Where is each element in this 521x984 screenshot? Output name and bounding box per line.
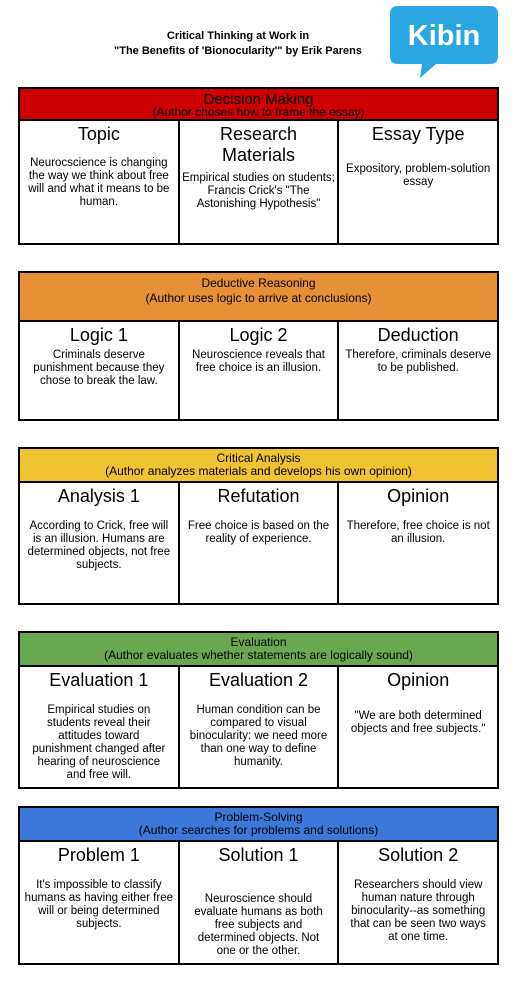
section-evaluation: Evaluation (Author evaluates whether sta… [18,631,499,789]
column-title: Solution 2 [378,845,459,865]
column-title: Refutation [217,486,300,506]
column-title: Solution 1 [218,845,299,865]
title-line-1: Critical Thinking at Work in [166,30,310,42]
section-subtitle: (Author analyzes materials and develops … [105,464,412,478]
column-title: Deduction [377,325,459,345]
section-deductive-reasoning: Deductive Reasoning (Author uses logic t… [18,271,499,421]
column-text: According to Crick, free will is an illu… [27,520,171,571]
section-header: Decision Making (Author choses how to fr… [20,89,497,121]
column-logic-1: Logic 1 Criminals deserve punishment bec… [20,322,178,419]
column-title: Topic [77,124,120,144]
logo-wordmark: Kibin [408,20,481,52]
section-problem-solving: Problem-Solving (Author searches for pro… [18,806,499,965]
column-text: Expository, problem-solution essay [346,163,491,188]
section-header: Problem-Solving (Author searches for pro… [20,808,497,842]
column-text: It's impossible to classify humans as ha… [24,879,173,930]
column-title: Opinion [387,670,450,690]
column-text: Free choice is based on the reality of e… [187,520,330,545]
section-critical-analysis: Critical Analysis (Author analyzes mater… [18,447,499,605]
section-header: Evaluation (Author evaluates whether sta… [20,633,497,667]
section-header: Critical Analysis (Author analyzes mater… [20,449,497,483]
column-title: Evaluation 2 [208,670,309,690]
column-text: Neuroscience reveals that free choice is… [192,349,325,374]
column-topic: Topic Neurocscience is changing the way … [20,121,178,243]
section-decision-making: Decision Making (Author choses how to fr… [18,87,499,245]
column-research-materials: Research Materials Empirical studies on … [177,121,338,243]
column-solution-1: Solution 1 Neuroscience should evaluate … [177,842,338,963]
column-title: Evaluation 1 [49,670,149,690]
column-title: Essay Type [371,124,465,144]
column-logic-2: Logic 2 Neuroscience reveals that free c… [177,322,338,419]
section-title: Evaluation [230,635,287,649]
column-text: "We are both determined objects and free… [350,710,486,735]
column-deduction: Deduction Therefore, criminals deserve t… [337,322,497,419]
section-title: Problem-Solving [214,810,303,824]
column-text: Therefore, free choice is not an illusio… [346,520,490,545]
column-essay-type: Essay Type Expository, problem-solution … [337,121,497,243]
column-text: Empirical studies on students reveal the… [32,704,166,781]
logo-bubble [390,6,498,78]
title-line-2: "The Benefits of 'Bionocularity'" by Eri… [114,45,362,57]
document-title: Critical Thinking at Work in "The Benefi… [60,29,416,59]
column-text: Researchers should view human nature thr… [350,879,486,943]
column-text: Neuroscience should evaluate humans as b… [194,893,323,957]
column-refutation: Refutation Free choice is based on the r… [177,483,338,603]
section-subtitle: (Author uses logic to arrive at conclusi… [145,291,372,305]
column-text: Criminals deserve punishment because the… [33,349,165,387]
section-header: Deductive Reasoning (Author uses logic t… [20,273,497,322]
section-title: Critical Analysis [216,451,301,465]
column-opinion: Opinion Therefore, free choice is not an… [337,483,497,603]
column-evaluation-2: Evaluation 2 Human condition can be comp… [177,667,338,787]
column-title: Research Materials [219,124,298,165]
column-title: Logic 1 [69,325,128,345]
column-title: Analysis 1 [57,486,140,506]
section-subtitle: (Author evaluates whether statements are… [104,648,413,662]
kibin-logo: Kibin [390,6,498,78]
column-text: Neurocscience is changing the way we thi… [28,157,170,208]
column-problem-1: Problem 1 It's impossible to classify hu… [20,842,178,963]
column-text: Therefore, criminals deserve to be publi… [345,349,492,374]
section-title: Deductive Reasoning [201,276,316,290]
section-subtitle: (Author searches for problems and soluti… [138,823,379,837]
column-solution-2: Solution 2 Researchers should view human… [337,842,497,963]
column-title: Opinion [387,486,450,506]
column-analysis-1: Analysis 1 According to Crick, free will… [20,483,178,603]
column-text: Empirical studies on students; Francis C… [182,172,335,210]
column-title: Logic 2 [229,325,288,345]
column-opinion: Opinion "We are both determined objects … [337,667,497,787]
section-title: Decision Making [203,91,314,108]
column-text: Human condition can be compared to visua… [189,704,328,768]
section-subtitle: (Author choses how to frame the essay) [152,105,365,119]
column-title: Problem 1 [57,845,140,865]
column-evaluation-1: Evaluation 1 Empirical studies on studen… [20,667,178,787]
